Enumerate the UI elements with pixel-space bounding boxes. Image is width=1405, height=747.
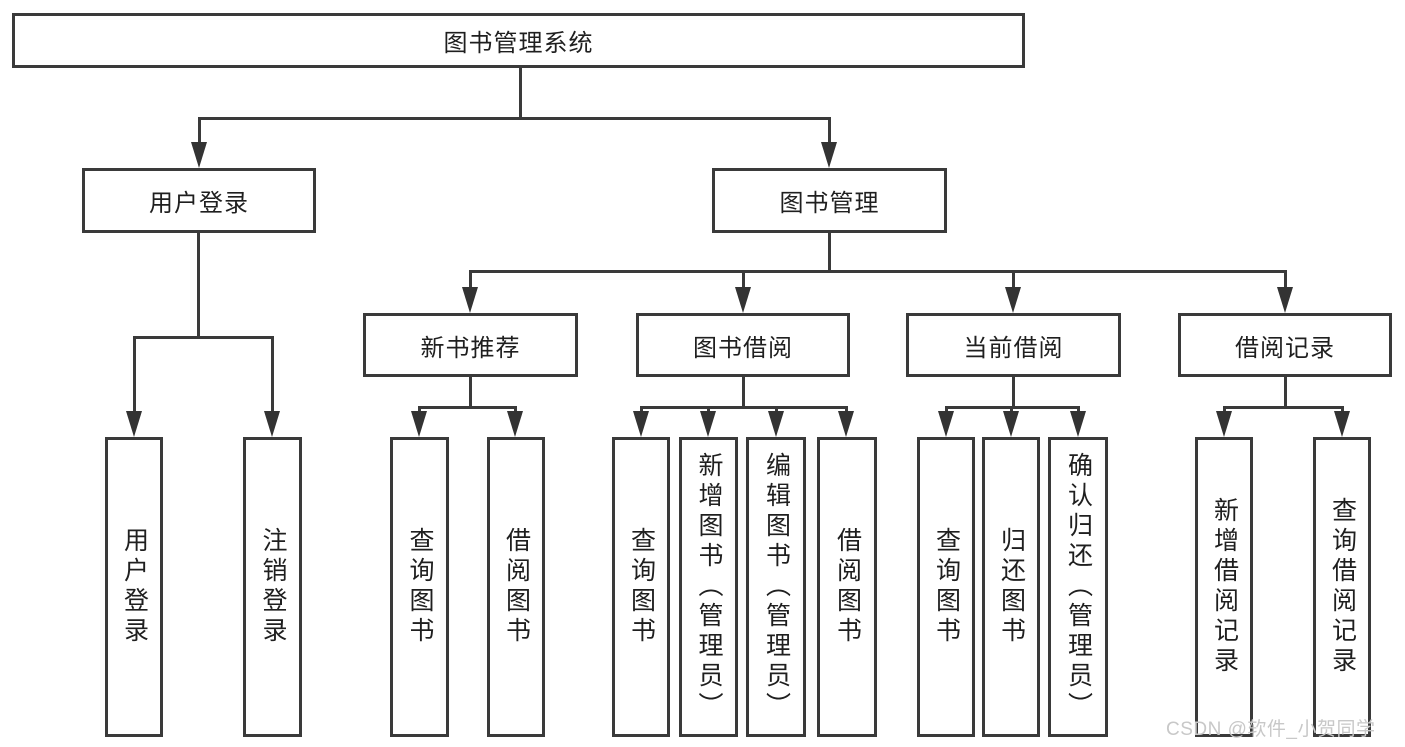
connector-vline <box>1010 406 1013 413</box>
arrow-down-icon <box>507 411 523 437</box>
connector-vline <box>1012 377 1015 408</box>
arrow-down-icon <box>462 287 478 313</box>
watermark: CSDN @软件_小贺同学 <box>1166 719 1376 740</box>
connector-vline <box>945 406 948 413</box>
node-user-login: 用户登录 <box>82 168 316 233</box>
node-new-book-recommend: 新书推荐 <box>363 313 578 377</box>
connector-vline <box>271 336 274 413</box>
connector-vline <box>418 406 421 413</box>
leaf-borrow-edit-books-admin: 编辑图书（管理员） <box>746 437 806 737</box>
connector-vline <box>1284 270 1287 289</box>
connector-vline <box>1341 406 1344 413</box>
connector-hline <box>640 406 847 409</box>
leaf-recommend-query-books: 查询图书 <box>390 437 449 737</box>
connector-vline <box>514 406 517 413</box>
arrow-down-icon <box>1334 411 1350 437</box>
connector-hline <box>1223 406 1343 409</box>
connector-vline <box>519 66 522 119</box>
arrow-down-icon <box>1003 411 1019 437</box>
leaf-logout-login: 注销登录 <box>243 437 302 737</box>
arrow-down-icon <box>838 411 854 437</box>
arrow-down-icon <box>768 411 784 437</box>
connector-vline <box>707 406 710 413</box>
arrow-down-icon <box>1070 411 1086 437</box>
connector-vline <box>828 233 831 272</box>
connector-vline <box>469 270 472 289</box>
arrow-down-icon <box>1277 287 1293 313</box>
connector-vline <box>1223 406 1226 413</box>
connector-vline <box>742 377 745 408</box>
leaf-user-login: 用户登录 <box>105 437 163 737</box>
leaf-records-add-record: 新增借阅记录 <box>1195 437 1253 737</box>
leaf-current-return-books: 归还图书 <box>982 437 1040 737</box>
connector-vline <box>640 406 643 413</box>
arrow-down-icon <box>735 287 751 313</box>
arrow-down-icon <box>821 142 837 168</box>
leaf-records-query-record: 查询借阅记录 <box>1313 437 1371 737</box>
node-borrow-records: 借阅记录 <box>1178 313 1392 377</box>
node-current-borrow: 当前借阅 <box>906 313 1121 377</box>
connector-vline <box>133 336 136 413</box>
connector-vline <box>845 406 848 413</box>
node-book-management: 图书管理 <box>712 168 947 233</box>
connector-vline <box>1077 406 1080 413</box>
leaf-recommend-borrow-books: 借阅图书 <box>487 437 545 737</box>
arrow-down-icon <box>264 411 280 437</box>
connector-vline <box>828 117 831 144</box>
leaf-borrow-query-books: 查询图书 <box>612 437 670 737</box>
node-book-borrow: 图书借阅 <box>636 313 850 377</box>
connector-hline <box>469 270 1287 273</box>
connector-vline <box>742 270 745 289</box>
connector-vline <box>775 406 778 413</box>
connector-vline <box>1012 270 1015 289</box>
connector-hline <box>418 406 517 409</box>
connector-hline <box>198 117 831 120</box>
leaf-current-query-books: 查询图书 <box>917 437 975 737</box>
leaf-current-confirm-return-admin: 确认归还（管理员） <box>1048 437 1108 737</box>
leaf-borrow-add-books-admin: 新增图书（管理员） <box>679 437 738 737</box>
arrow-down-icon <box>191 142 207 168</box>
arrow-down-icon <box>1005 287 1021 313</box>
arrow-down-icon <box>633 411 649 437</box>
arrow-down-icon <box>938 411 954 437</box>
arrow-down-icon <box>1216 411 1232 437</box>
connector-vline <box>197 233 200 338</box>
node-root-library-system: 图书管理系统 <box>12 13 1025 68</box>
connector-hline <box>133 336 274 339</box>
connector-vline <box>1284 377 1287 408</box>
connector-vline <box>469 377 472 408</box>
arrow-down-icon <box>126 411 142 437</box>
connector-vline <box>198 117 201 144</box>
arrow-down-icon <box>700 411 716 437</box>
arrow-down-icon <box>411 411 427 437</box>
leaf-borrow-borrow-books: 借阅图书 <box>817 437 877 737</box>
